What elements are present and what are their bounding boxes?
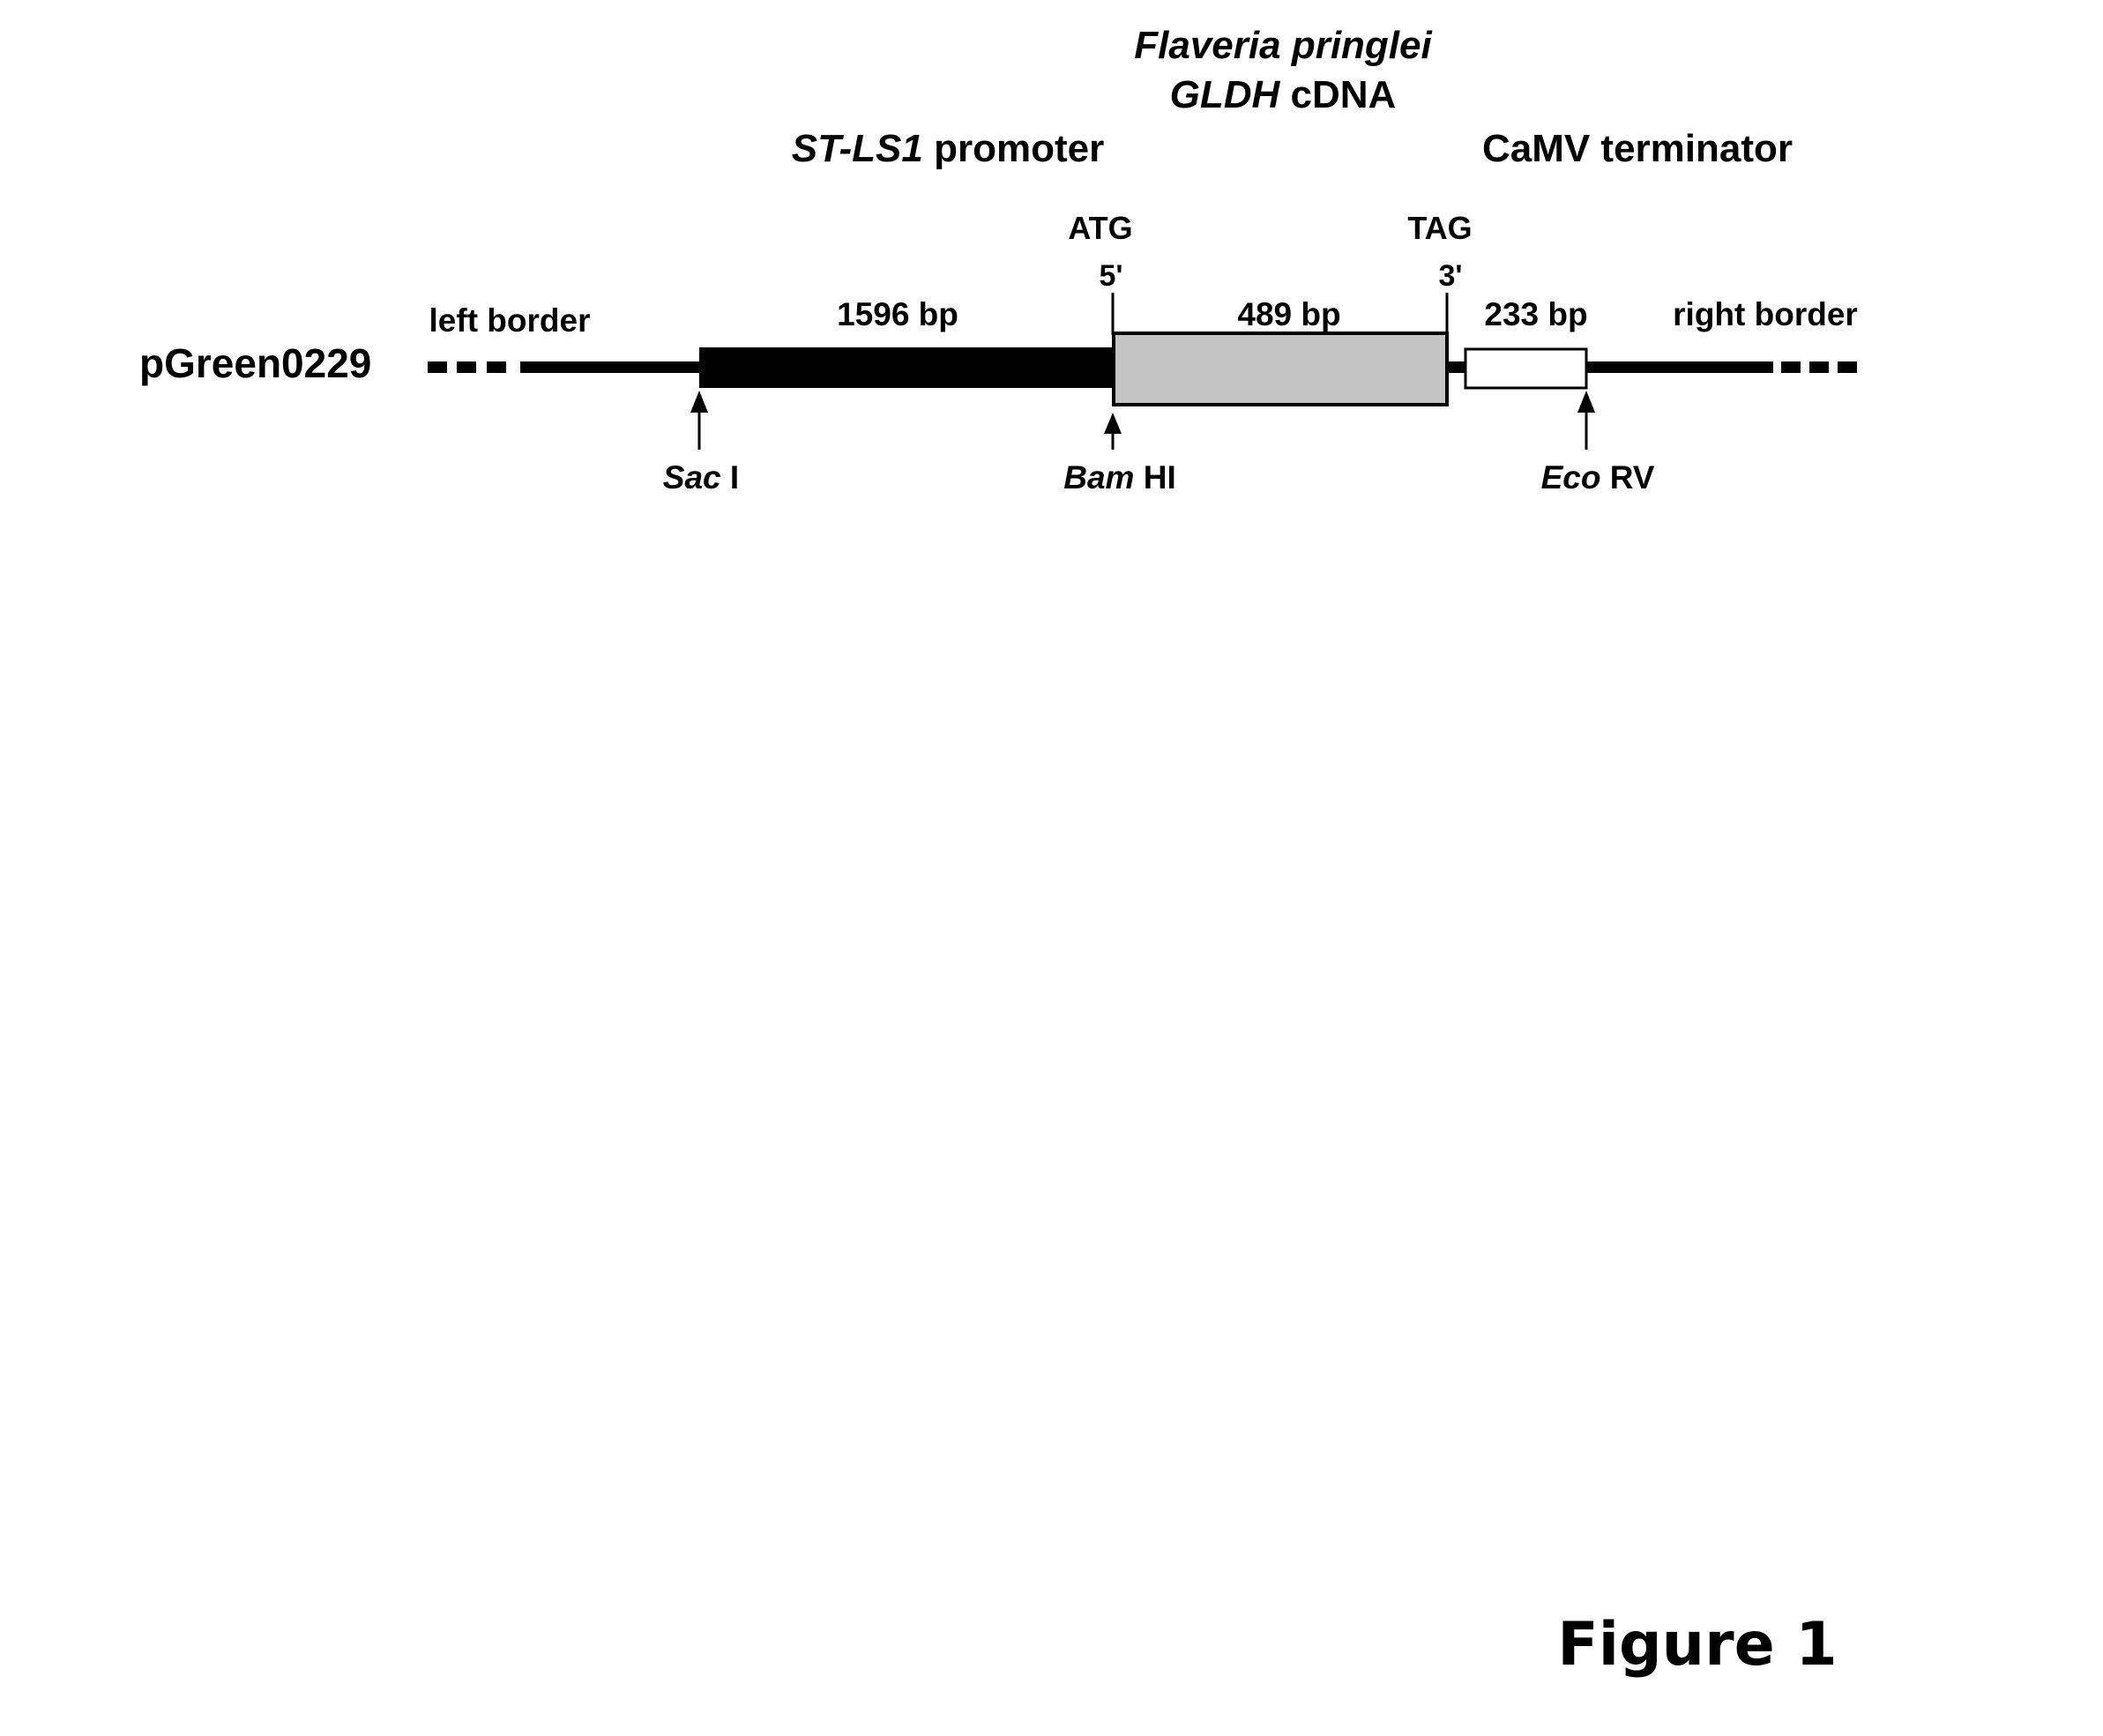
right-border-label: right border [1673, 296, 1858, 332]
left-dash [428, 361, 447, 373]
terminator-block [1465, 349, 1586, 388]
right-dash [1838, 361, 1857, 373]
sac-i-label: Sac I [663, 459, 739, 495]
five-prime-label: 5' [1100, 259, 1123, 293]
left-dash [457, 361, 476, 373]
start-codon-label: ATG [1068, 210, 1132, 246]
promoter-label: ST-LS1 promoter [792, 127, 1105, 170]
eco-rv-label: Eco RV [1541, 459, 1655, 495]
terminator-label: CaMV terminator [1482, 127, 1793, 170]
vector-name-label: pGreen0229 [139, 340, 371, 386]
terminator-size-label: 233 bp [1484, 296, 1587, 332]
bam-hi-arrow [1104, 413, 1122, 450]
right-dash [1781, 361, 1801, 373]
right-dash [1809, 361, 1829, 373]
promoter-block [699, 347, 1114, 388]
cdna-block [1114, 333, 1447, 405]
cdna-size-label: 489 bp [1237, 296, 1340, 332]
bam-hi-label: Bam HI [1063, 459, 1175, 495]
three-prime-label: 3' [1439, 259, 1463, 293]
sac-i-arrow [690, 391, 708, 450]
stop-codon-label: TAG [1407, 210, 1472, 246]
left-dash [487, 361, 506, 373]
cdna-gene-label: GLDH cDNA [1170, 73, 1397, 116]
eco-rv-arrow [1577, 391, 1595, 450]
left-border-label: left border [429, 302, 591, 339]
cdna-species-label: Flaveria pringlei [1134, 24, 1432, 67]
figure-label: Figure 1 [1557, 1610, 1838, 1680]
promoter-size-label: 1596 bp [837, 296, 958, 332]
